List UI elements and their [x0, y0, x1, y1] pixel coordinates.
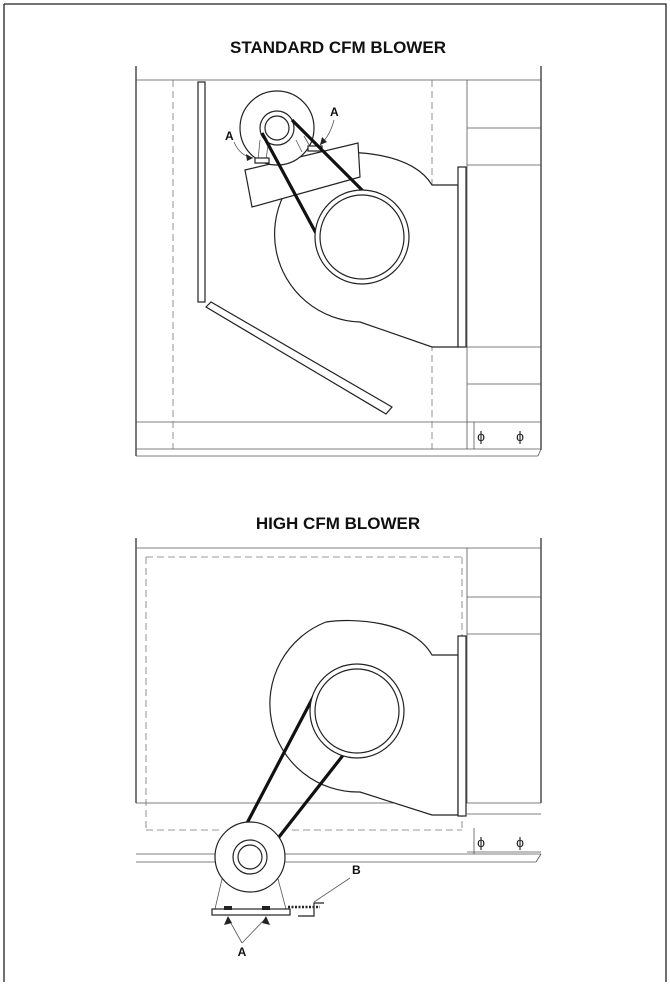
standard-cabinet-outline	[135, 66, 542, 457]
standard-callout-a-right: A	[319, 105, 339, 146]
standard-motor-pulley-outer	[259, 110, 295, 146]
standard-panel-title: STANDARD CFM BLOWER	[230, 38, 446, 57]
standard-callout-a-left: A	[225, 129, 254, 161]
standard-dashed-frame	[172, 80, 433, 449]
high-cabinet-outline	[135, 538, 542, 863]
high-blower-pulley-outer	[309, 663, 405, 759]
high-blower-pulley-inner	[314, 668, 400, 754]
high-callout-b: B	[313, 863, 361, 903]
standard-terminal-symbol-2: ϕ	[516, 428, 524, 444]
standard-filter-panel	[197, 81, 206, 303]
standard-blower-pulley-inner	[319, 194, 405, 280]
high-motor-body	[214, 821, 286, 893]
high-panel-title: HIGH CFM BLOWER	[256, 514, 420, 533]
standard-mount-bolts	[254, 135, 323, 164]
high-discharge-flange	[457, 635, 467, 817]
standard-motor-body	[239, 90, 315, 166]
standard-filter-diagonal	[205, 301, 393, 415]
high-cfm-blower-panel: HIGH CFM BLOWER	[135, 514, 542, 959]
high-callout-a: A	[224, 916, 270, 959]
standard-motor-pulley-inner	[264, 115, 290, 141]
svg-text:A: A	[225, 129, 234, 143]
high-terminal-symbol-1: ϕ	[477, 834, 485, 850]
standard-cfm-blower-panel: STANDARD CFM BLOWER	[135, 38, 542, 457]
high-motor-base	[211, 878, 291, 916]
standard-discharge-flange	[457, 166, 467, 348]
standard-blower-pulley-outer	[314, 189, 410, 285]
svg-text:A: A	[330, 105, 339, 119]
svg-text:B: B	[352, 863, 361, 877]
figure-border	[3, 3, 667, 982]
high-motor-pulley-inner	[237, 844, 263, 870]
high-terminal-symbol-2: ϕ	[516, 834, 524, 850]
standard-terminal-symbol-1: ϕ	[477, 428, 485, 444]
high-motor-pulley-outer	[232, 839, 268, 875]
high-belt-adjuster-rod	[288, 902, 324, 917]
svg-text:A: A	[238, 945, 247, 959]
